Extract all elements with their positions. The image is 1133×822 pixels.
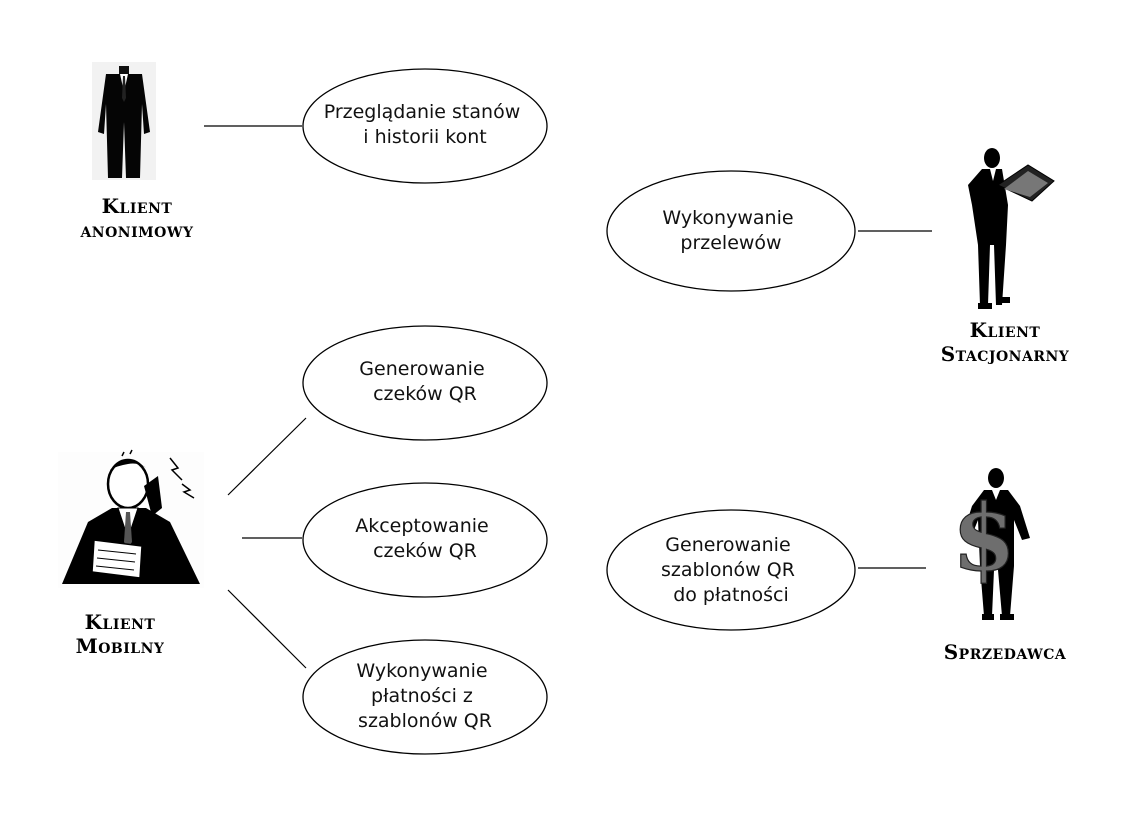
actor-label-line: Klient — [969, 318, 1041, 342]
use-case-ellipse — [302, 639, 548, 755]
man-reading-book-icon — [968, 148, 1055, 309]
association-mobile-uc3 — [227, 417, 307, 496]
use-case-text: szablonów QR — [358, 710, 492, 732]
actor-label-line: Mobilny — [75, 634, 165, 658]
use-case-uc1[interactable]: Przeglądanie stanów i historii kont — [302, 68, 548, 184]
association-mobile-uc6 — [227, 589, 307, 669]
svg-text:Wykonywanie płatności: Wykonywanie płatności z szablonów QR — [356, 660, 493, 732]
use-case-text: do płatności — [673, 584, 789, 606]
use-case-uc3[interactable]: Generowanie czeków QR — [302, 325, 548, 441]
associations — [204, 125, 932, 669]
use-case-text: i historii kont — [363, 126, 486, 148]
use-case-ellipse — [302, 325, 548, 441]
use-case-uc2[interactable]: Wykonywanie przelewów — [606, 170, 856, 292]
use-case-ellipse — [606, 509, 856, 631]
use-case-ellipse — [302, 482, 548, 598]
use-case-ellipse — [606, 170, 856, 292]
actor-label-anon: Klient anonimowy — [62, 194, 212, 242]
actor-label-line: Klient — [101, 194, 173, 218]
actor-label-line: Sprzedawca — [943, 640, 1067, 664]
actor-label-line: anonimowy — [80, 218, 194, 242]
svg-text:Wykonywanie przelewów: Wykonywanie przelewów — [662, 207, 799, 254]
use-case-text: Przeglądanie stanów — [324, 101, 521, 123]
svg-text:$: $ — [952, 484, 1016, 592]
use-case-text: czeków QR — [373, 383, 477, 405]
use-case-text: przelewów — [680, 232, 781, 254]
man-on-phone-icon — [58, 449, 204, 588]
svg-text:Generowanie szablonów: Generowanie szablonów QR do płatności — [661, 534, 801, 606]
use-case-text: Akceptowanie — [355, 515, 488, 537]
use-case-uc5[interactable]: Generowanie szablonów QR do płatności — [606, 509, 856, 631]
use-case-text: Generowanie — [665, 534, 790, 556]
use-case-text: Generowanie — [359, 358, 484, 380]
svg-text:Przeglądanie stanów i: Przeglądanie stanów i historii kont — [324, 101, 527, 148]
svg-text:Generowanie czeków QR: Generowanie czeków QR — [359, 358, 490, 405]
use-case-text: szablonów QR — [661, 559, 795, 581]
use-case-text: czeków QR — [373, 540, 477, 562]
suited-man-faceless-icon — [92, 62, 156, 180]
use-case-uc4[interactable]: Akceptowanie czeków QR — [302, 482, 548, 598]
use-case-text: płatności z — [371, 685, 473, 707]
actor-label-line: Klient — [84, 610, 156, 634]
use-case-text: Wykonywanie — [356, 660, 487, 682]
actor-label-mobile: Klient Mobilny — [50, 610, 190, 658]
use-case-ellipse — [302, 68, 548, 184]
actor-label-stationary: Klient Stacjonarny — [925, 318, 1085, 366]
actor-label-seller: Sprzedawca — [925, 640, 1085, 664]
use-case-text: Wykonywanie — [662, 207, 793, 229]
man-holding-dollar-sign-icon: $ — [951, 468, 1030, 620]
svg-text:Akceptowanie czeków QR: Akceptowanie czeków QR — [355, 515, 495, 562]
use-case-uc6[interactable]: Wykonywanie płatności z szablonów QR — [302, 639, 548, 755]
actor-label-line: Stacjonarny — [940, 342, 1070, 366]
